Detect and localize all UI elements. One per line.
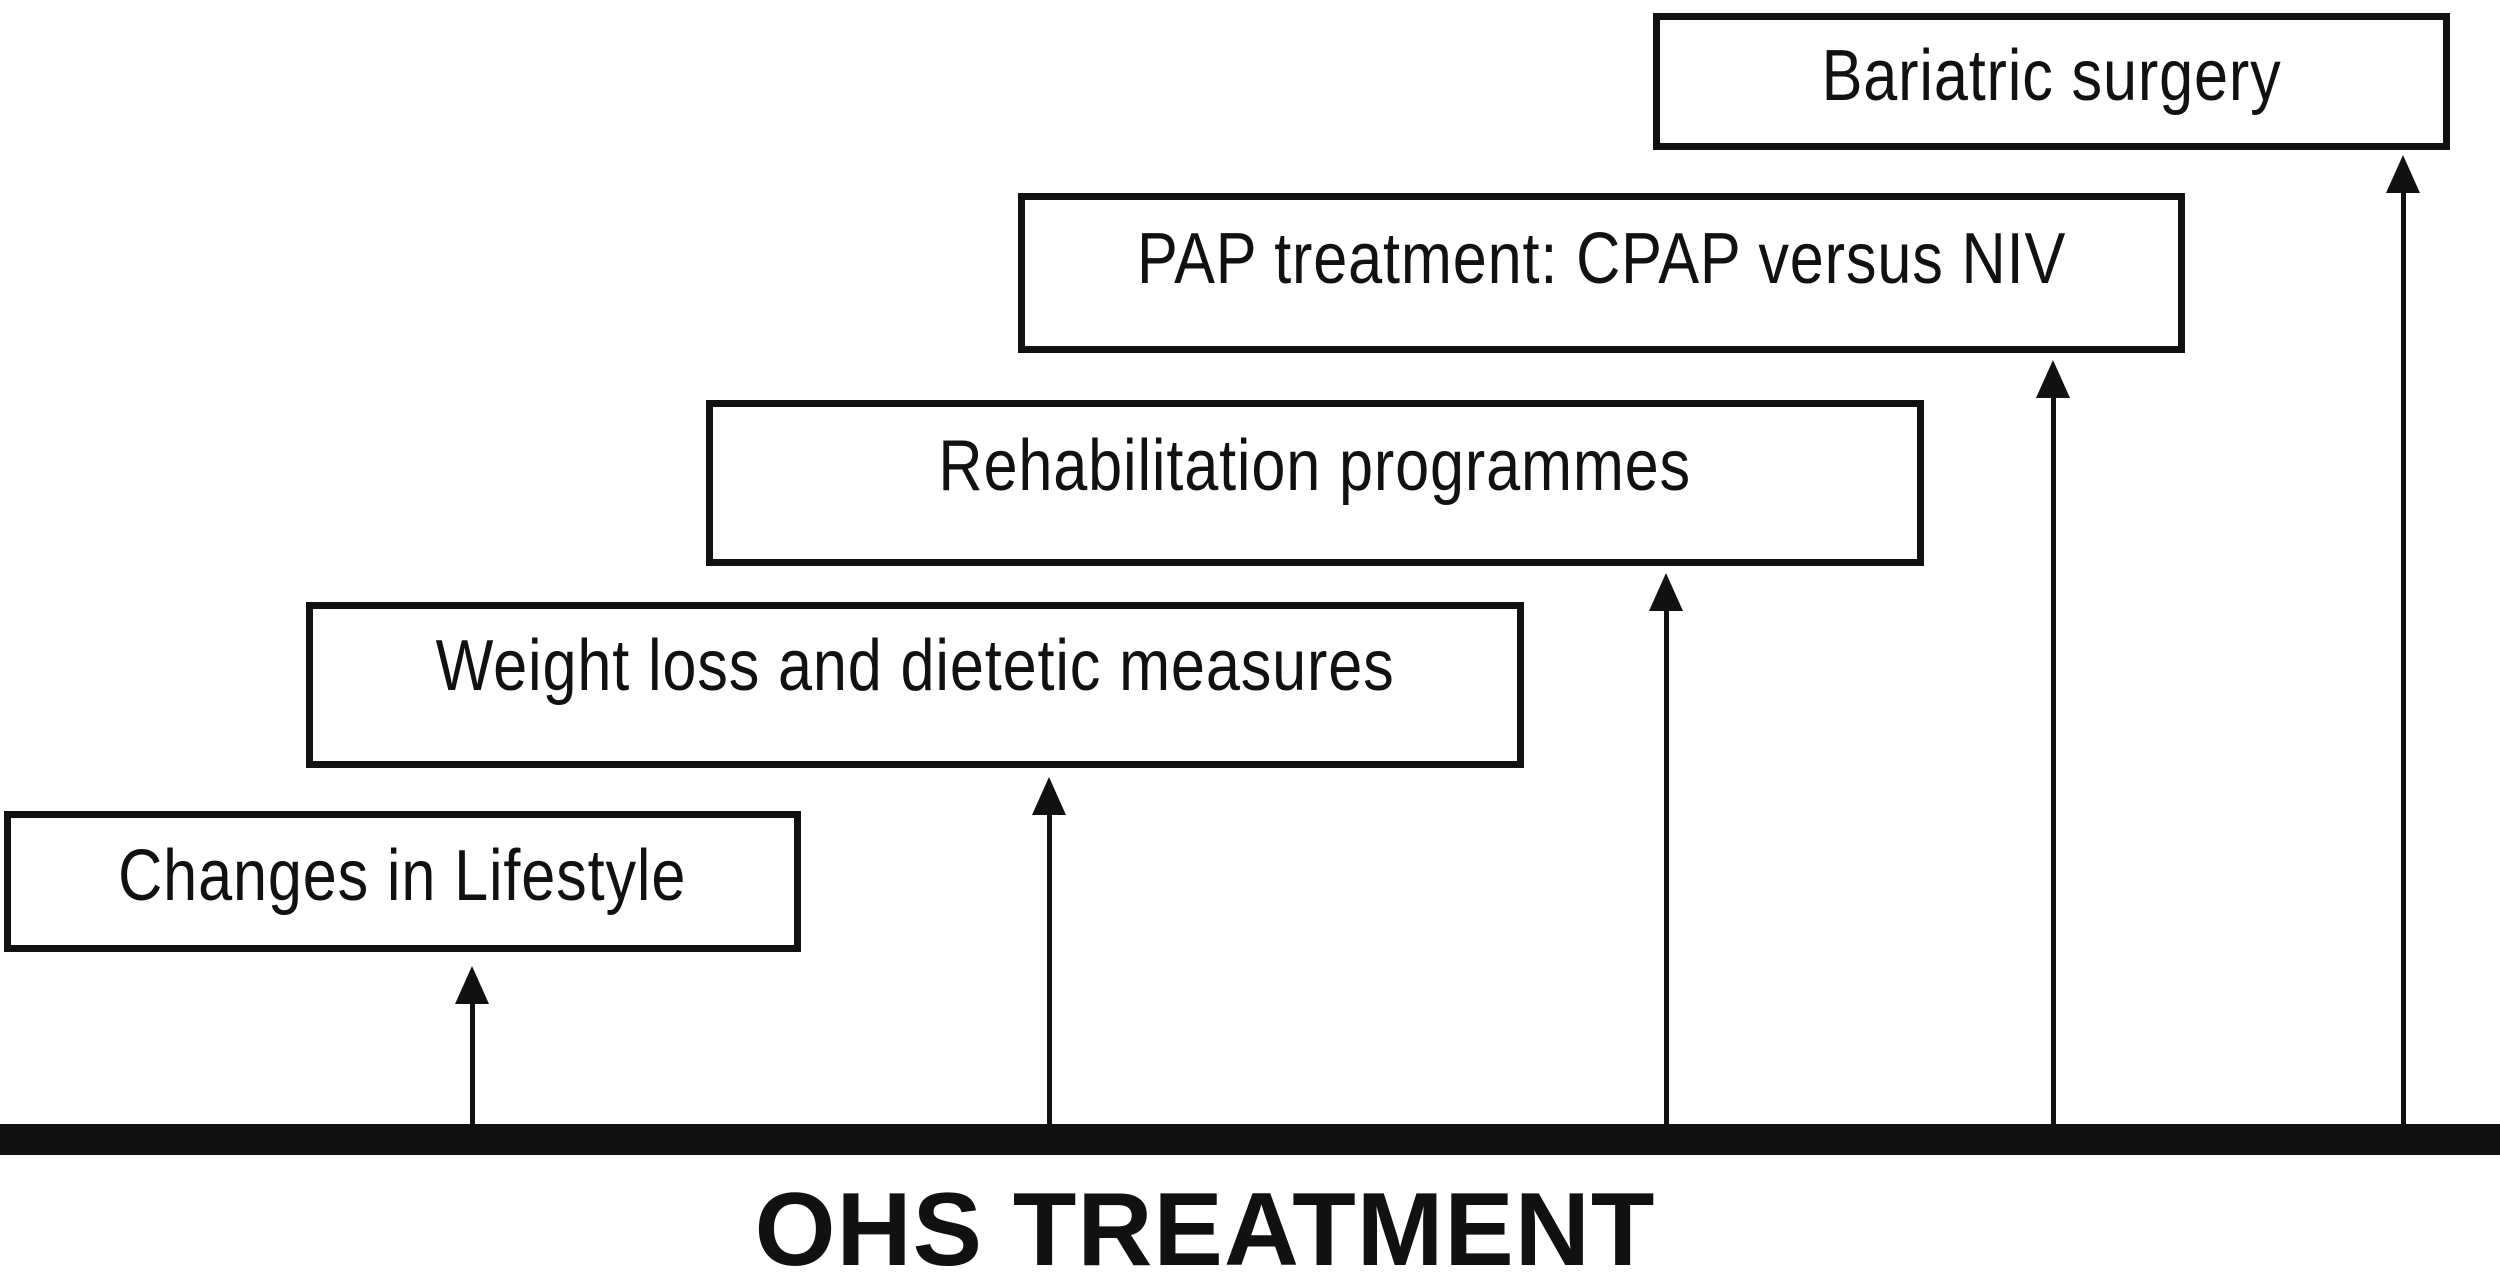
arrow-shaft <box>2050 392 2056 1130</box>
up-arrow-weight-loss-dietetic-measures <box>1032 777 1066 1130</box>
treatment-baseline <box>0 1124 2500 1155</box>
arrow-shaft <box>1046 809 1052 1130</box>
treatment-box-pap-treatment-cpap-versus-niv: PAP treatment: CPAP versus NIV <box>1018 193 2185 353</box>
treatment-box-label: PAP treatment: CPAP versus NIV <box>1136 219 2067 299</box>
arrow-shaft <box>469 998 475 1130</box>
treatment-box-label: Bariatric surgery <box>1821 35 2282 116</box>
up-arrow-bariatric-surgery <box>2386 155 2420 1130</box>
up-arrow-changes-in-lifestyle <box>455 966 489 1130</box>
arrow-shaft <box>1663 605 1669 1130</box>
up-arrow-rehabilitation-programmes <box>1649 573 1683 1130</box>
arrow-head-icon <box>1649 573 1683 611</box>
arrow-head-icon <box>1032 777 1066 815</box>
diagram-title: OHS TREATMENT <box>754 1172 1656 1280</box>
treatment-box-rehabilitation-programmes: Rehabilitation programmes <box>706 400 1924 566</box>
up-arrow-pap-treatment <box>2036 360 2070 1130</box>
arrow-head-icon <box>2386 155 2420 193</box>
treatment-box-weight-loss-dietetic-measures: Weight loss and dietetic measures <box>306 602 1524 768</box>
treatment-box-changes-in-lifestyle: Changes in Lifestyle <box>4 811 801 952</box>
arrow-shaft <box>2400 187 2406 1130</box>
treatment-box-bariatric-surgery: Bariatric surgery <box>1653 13 2450 150</box>
arrow-head-icon <box>2036 360 2070 398</box>
treatment-box-label: Weight loss and dietetic measures <box>435 626 1395 706</box>
arrow-head-icon <box>455 966 489 1004</box>
treatment-box-label: Rehabilitation programmes <box>938 426 1692 506</box>
treatment-box-label: Changes in Lifestyle <box>118 835 687 916</box>
